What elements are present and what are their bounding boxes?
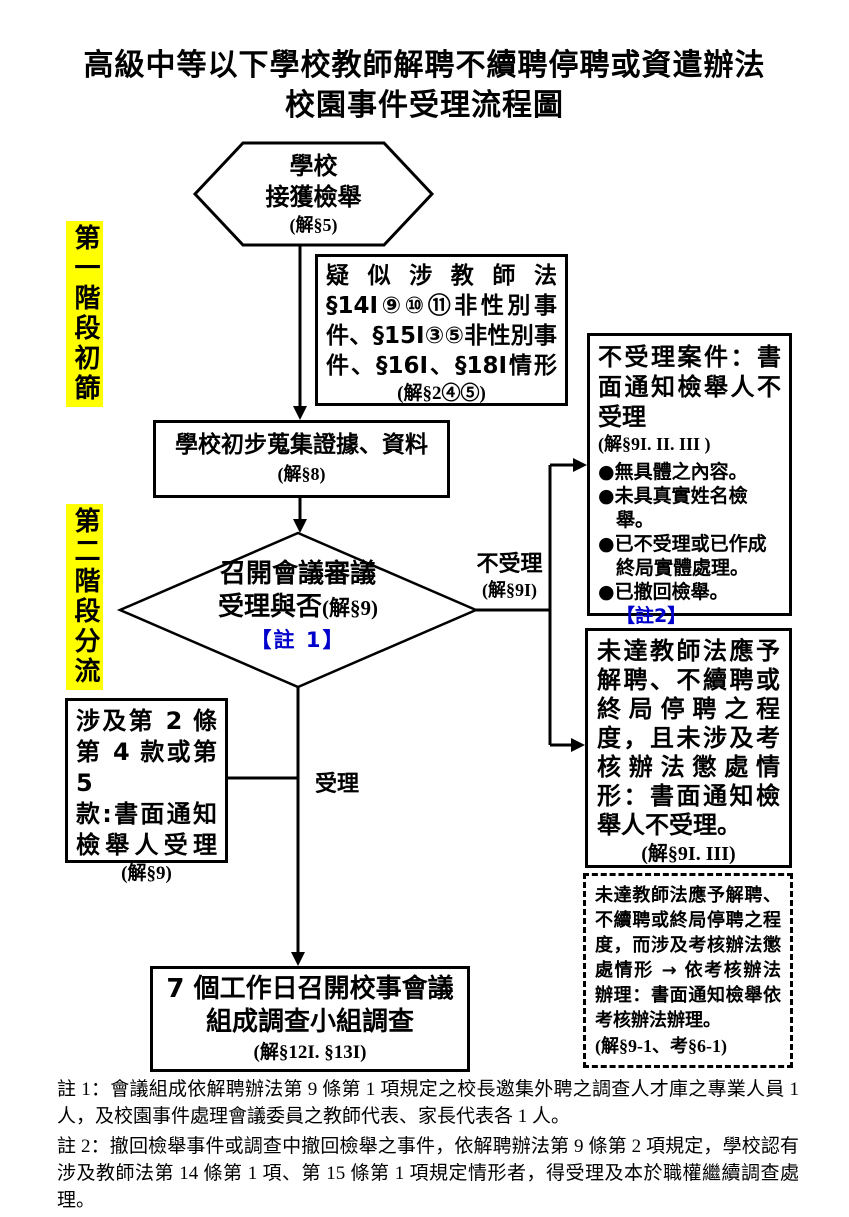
stage-label-2: 第二階段分流 [66,504,103,690]
diamond-note1: 【註 1】 [250,628,346,652]
collect-evidence-box: 學校初步蒐集證據、資料 (解§8) [153,420,450,498]
accept-ref: (解§9) [121,863,172,884]
page-title: 高級中等以下學校教師解聘不續聘停聘或資遣辦法 校園事件受理流程圖 [0,46,849,126]
page-title-line2: 校園事件受理流程圖 [285,88,564,123]
hexagon-line1: 學校 [289,152,338,180]
accept-line1: 涉及第 2 條 [76,707,217,735]
reject-box-bullets: ●無具體之內容。 ●未具真實姓名檢舉。 ●已不受理或已作成終局實體處理。 ●已撤… [598,460,781,628]
arrowhead-notreach-box [571,738,585,752]
diamond-line1: 召開會議審議 [219,559,376,589]
dashed-ref: (解§9-1、考§6-1) [595,1036,727,1056]
arrowhead-collect [293,406,307,420]
stage-label-1: 第一階段初篩 [66,221,103,407]
bullet-item: ●無具體之內容。 [598,461,748,483]
reject-edge-label: 不受理 (解§9I) [452,551,567,602]
bullet-item: ●已撤回檢舉。【註2】 [598,581,729,627]
meeting-line2: 組成調查小組調查 [205,1007,414,1037]
collect-ref: (解§8) [277,464,326,484]
suspect-line1: 疑似涉教師法 [326,263,557,289]
diamond-ref: (解§9) [322,596,378,620]
suspect-ref: (解§2④⑤) [397,383,486,404]
footnotes: 註 1：會議組成依解聘辦法第 9 條第 1 項規定之校長邀集外聘之調查人才庫之專… [57,1076,799,1217]
bullet-dot: ● [598,581,615,603]
suspect-line4: 件、§16I、§18I情形 [326,353,557,379]
suspect-line2: §14I⑨⑩⑪非性別事 [326,293,557,319]
arrowhead-meeting [291,952,305,966]
reject-case-box: 不受理案件：書面通知檢舉人不受理 (解§9I. II. III ) ●無具體之內… [587,333,792,627]
diamond-line2: 受理與否(解§9) [217,592,378,622]
school-meeting-box: 7 個工作日召開校事會議 組成調查小組調查 (解§12I. §13I) [150,966,470,1072]
assessment-method-dashed-box: 未達教師法應予解聘、不續聘或終局停聘之程度，而涉及考核辦法懲處情形 → 依考核辦… [583,873,793,1068]
bullet-item: ●已不受理或已作成終局實體處理。 [598,533,767,579]
accept-line2: 第 4 款或第 5 [76,738,217,797]
reject-box-title: 不受理案件：書面通知檢舉人不受理 [598,343,781,431]
hexagon-line2: 接獲檢舉 [265,183,362,211]
hexagon-ref: (解§5) [289,215,338,235]
notreach-body: 未達教師法應予解聘、不續聘或終局停聘之程度，且未涉及考核辦法懲處情形：書面通知檢… [597,637,780,839]
footnote-1: 註 1：會議組成依解聘辦法第 9 條第 1 項規定之校長邀集外聘之調查人才庫之專… [57,1079,799,1127]
meeting-line1: 7 個工作日召開校事會議 [166,974,454,1004]
hexagon-node: 學校 接獲檢舉 (解§5) [195,151,432,238]
dashed-body: 未達教師法應予解聘、不續聘或終局停聘之程度，而涉及考核辦法懲處情形 → 依考核辦… [595,885,781,1031]
bullet-dot: ● [598,485,615,507]
accept-article2-box: 涉及第 2 條 第 4 款或第 5 款:書面通知 檢舉人受理 (解§9) [65,698,228,884]
page-title-line1: 高級中等以下學校教師解聘不續聘停聘或資遣辦法 [83,48,766,83]
bullet-note2: 【註2】 [616,605,687,627]
reject-label-ref: (解§9I) [482,580,537,600]
bullet-dot: ● [598,461,615,483]
accept-line3: 款:書面通知 [76,800,217,828]
reject-label-text: 不受理 [476,552,543,577]
footnote-2: 註 2：撤回檢舉事件或調查中撤回檢舉之事件，依解聘辦法第 9 條第 2 項規定，… [57,1136,799,1211]
accept-line4: 檢舉人受理 [76,831,217,859]
bullet-dot: ● [598,533,615,555]
bullet-item: ●未具真實姓名檢舉。 [598,485,748,531]
not-reach-threshold-box: 未達教師法應予解聘、不續聘或終局停聘之程度，且未涉及考核辦法懲處情形：書面通知檢… [585,628,792,868]
suspect-line3: 件、§15I③⑤非性別事 [326,323,557,349]
review-decision-diamond: 召開會議審議 受理與否(解§9) 【註 1】 [178,557,418,655]
suspect-teacher-law-box: 疑似涉教師法 §14I⑨⑩⑪非性別事 件、§15I③⑤非性別事 件、§16I、§… [315,254,568,406]
reject-box-ref: (解§9I. II. III ) [598,434,711,454]
accept-edge-label: 受理 [315,772,360,797]
arrowhead-reject-box [573,458,587,472]
arrowhead-diamond [293,519,307,533]
meeting-ref: (解§12I. §13I) [253,1042,367,1063]
notreach-ref: (解§9I. III) [641,843,736,865]
collect-title: 學校初步蒐集證據、資料 [175,432,428,458]
